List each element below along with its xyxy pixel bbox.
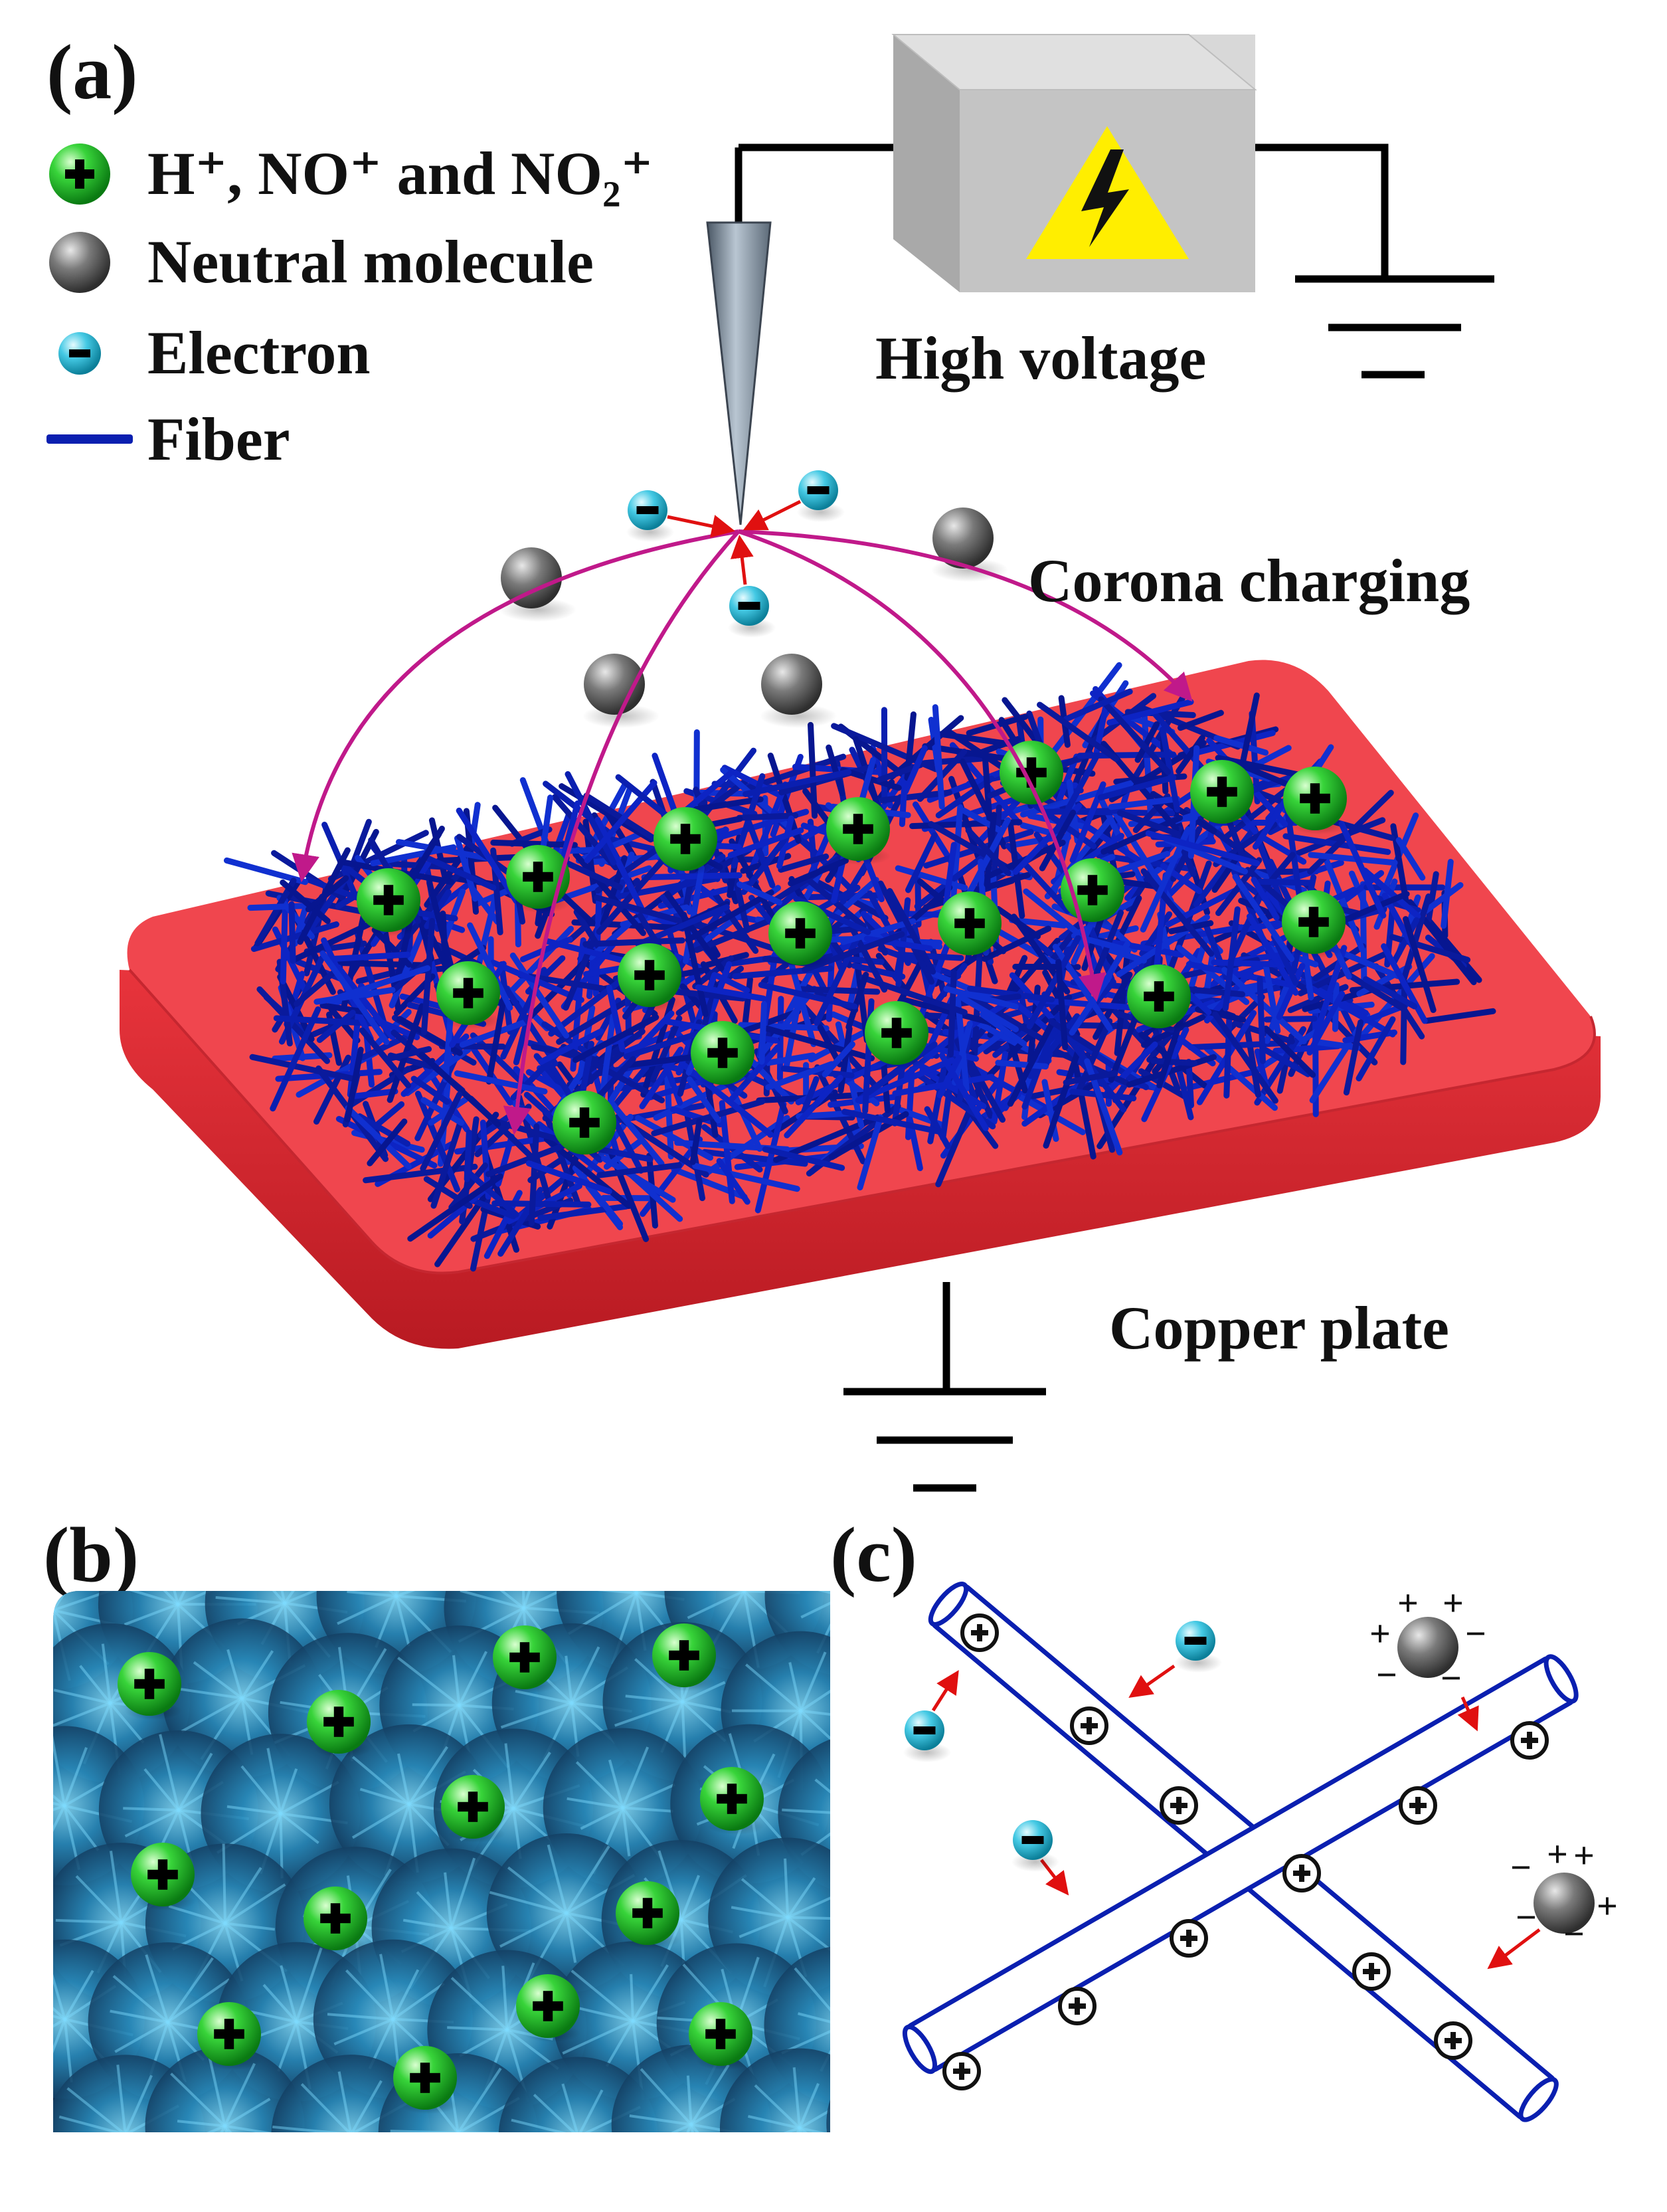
positive-ion-icon — [197, 2002, 262, 2071]
plus-sign: + — [1369, 1613, 1391, 1655]
fiber-line-icon — [46, 434, 133, 444]
positive-ion-icon — [654, 807, 719, 876]
copper-plate-label: Copper plate — [1109, 1294, 1449, 1362]
positive-ion-icon — [768, 901, 834, 970]
minus-sign: − — [1465, 1613, 1486, 1655]
positive-ion-icon — [618, 943, 683, 1012]
positive-ion-icon — [307, 1690, 372, 1758]
plus-sign: + — [1547, 1834, 1568, 1875]
positive-ion-icon — [49, 143, 110, 205]
panel-a: (a) H⁺, NO⁺ and NO₂⁺ Neutral molecule El… — [46, 29, 1601, 1492]
positive-ion-icon — [691, 1021, 756, 1089]
polarized-molecule-2 — [1534, 1873, 1595, 1934]
positive-ion-icon — [865, 1001, 930, 1069]
neutral-molecule-icon — [931, 507, 1008, 582]
molecule-charge-signs: +++−−−+++−−− — [1369, 1583, 1618, 1955]
electron-icon — [58, 332, 101, 375]
positive-ion-icon — [1282, 890, 1347, 959]
positive-ion-icon — [652, 1623, 717, 1692]
electron-icon — [1174, 1621, 1222, 1673]
corona-electrons — [626, 470, 845, 638]
fixed-positive-charge-icon — [1170, 1919, 1208, 1958]
polarized-molecule-1 — [1397, 1617, 1458, 1678]
positive-ion-icon — [118, 1652, 183, 1720]
electron-icon — [626, 490, 674, 542]
plate-ground — [843, 1282, 1046, 1492]
positive-ion-icon — [493, 1625, 558, 1694]
fixed-positive-charge-icon — [1282, 1854, 1321, 1892]
positive-ion-icon — [304, 1887, 369, 1955]
legend-label-neutral: Neutral molecule — [147, 228, 594, 296]
plus-sign: + — [1573, 1835, 1595, 1877]
micrograph-ions — [118, 1623, 765, 2114]
positive-ion-icon — [1283, 767, 1348, 835]
positive-ion-icon — [700, 1767, 765, 1835]
mat-ions — [357, 741, 1348, 1159]
positive-ion-icon — [516, 1974, 581, 2043]
positive-ion-icon — [826, 797, 891, 866]
electron-icon — [903, 1710, 951, 1762]
fixed-positive-charge-icon — [1434, 2021, 1472, 2060]
plus-sign: + — [1397, 1583, 1419, 1624]
corona-trajectories — [292, 529, 1193, 1135]
fixed-positive-charge-icon — [1399, 1786, 1437, 1825]
legend: H⁺, NO⁺ and NO₂⁺ Neutral molecule Electr… — [46, 139, 653, 473]
neutral-molecule-icon — [760, 654, 837, 728]
legend-label-electron: Electron — [147, 319, 371, 387]
fixed-positive-charge-icon — [1352, 1952, 1391, 1991]
legend-label-fiber: Fiber — [147, 405, 290, 473]
positive-ion-icon — [553, 1091, 618, 1159]
panel-c: (c) +++−−−+++−−− — [830, 1511, 1618, 2122]
neutral-molecule-icon — [499, 547, 576, 622]
high-voltage-label: High voltage — [875, 324, 1206, 392]
panel-label-b: (b) — [43, 1511, 139, 1598]
warning-sign-icon — [1026, 126, 1189, 259]
fixed-positive-charge-icon — [1070, 1706, 1108, 1745]
minus-sign: − — [1563, 1914, 1585, 1955]
positive-ion-icon — [131, 1843, 196, 1911]
positive-ion-icon — [689, 2002, 754, 2071]
fiber-rod-2 — [902, 1654, 1579, 2074]
panel-label-c: (c) — [830, 1511, 917, 1598]
positive-ion-icon — [1190, 760, 1255, 828]
circuit-wires — [735, 143, 1494, 379]
neutral-molecules — [499, 507, 1008, 728]
legend-label-ions: H⁺, NO⁺ and NO₂⁺ — [147, 139, 653, 207]
panel-b: (b) — [43, 1511, 830, 2132]
high-voltage-box — [891, 34, 1257, 292]
positive-ion-icon — [1127, 965, 1192, 1033]
panel-c-electrons — [903, 1621, 1222, 1872]
minus-sign: − — [1376, 1655, 1397, 1696]
electron-icon — [797, 470, 845, 522]
positive-ion-icon — [436, 961, 501, 1030]
positive-ion-icon — [357, 868, 422, 937]
minus-sign: − — [1516, 1897, 1537, 1938]
electron-arrows — [667, 500, 802, 585]
corona-charging-label: Corona charging — [1028, 547, 1470, 614]
minus-sign: − — [1510, 1847, 1532, 1889]
neutral-molecule-icon — [49, 232, 110, 293]
panel-label-a: (a) — [46, 29, 138, 116]
electron-icon — [728, 586, 776, 638]
positive-ion-icon — [1000, 741, 1065, 809]
needle-electrode — [706, 221, 772, 525]
electron-icon — [1011, 1820, 1059, 1872]
fixed-positive-charge-icon — [1058, 1987, 1097, 2025]
positive-ion-icon — [441, 1775, 506, 1843]
positive-ion-icon — [938, 891, 1003, 960]
fixed-positive-charge-icon — [1160, 1786, 1198, 1825]
fiber-charges — [942, 1613, 1549, 2090]
fixed-positive-charge-icon — [1510, 1721, 1549, 1760]
neutral-molecule-icon — [582, 654, 659, 728]
fixed-positive-charge-icon — [960, 1613, 999, 1652]
positive-ion-icon — [616, 1881, 681, 1950]
plus-sign: + — [1597, 1886, 1618, 1927]
minus-sign: − — [1441, 1658, 1462, 1699]
plus-sign: + — [1443, 1583, 1464, 1624]
fixed-positive-charge-icon — [942, 2052, 981, 2090]
positive-ion-icon — [393, 2046, 458, 2114]
